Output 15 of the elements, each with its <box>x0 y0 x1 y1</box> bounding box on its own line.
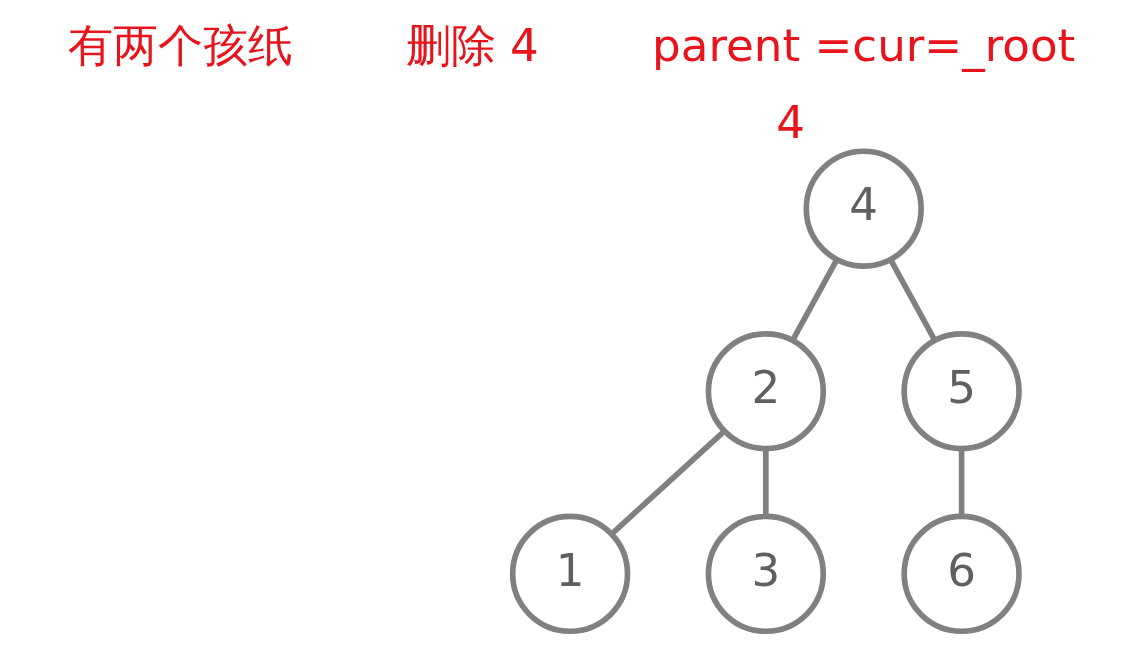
node-circle: 3 <box>705 513 826 635</box>
node-circle: 2 <box>705 331 826 452</box>
label: 有两个孩纸 <box>67 19 293 73</box>
label: parent =cur=_root <box>651 19 1075 73</box>
connector <box>789 258 839 342</box>
connector <box>609 429 726 537</box>
connector <box>762 448 769 517</box>
node-circle: 5 <box>900 331 1022 452</box>
node-circle: 6 <box>900 513 1022 635</box>
node-circle: 4 <box>803 148 924 269</box>
connector <box>958 448 964 517</box>
label: 删除 4 <box>405 19 539 73</box>
connector <box>887 258 937 342</box>
node-label: 4 <box>775 96 805 150</box>
node-circle: 1 <box>509 513 630 635</box>
